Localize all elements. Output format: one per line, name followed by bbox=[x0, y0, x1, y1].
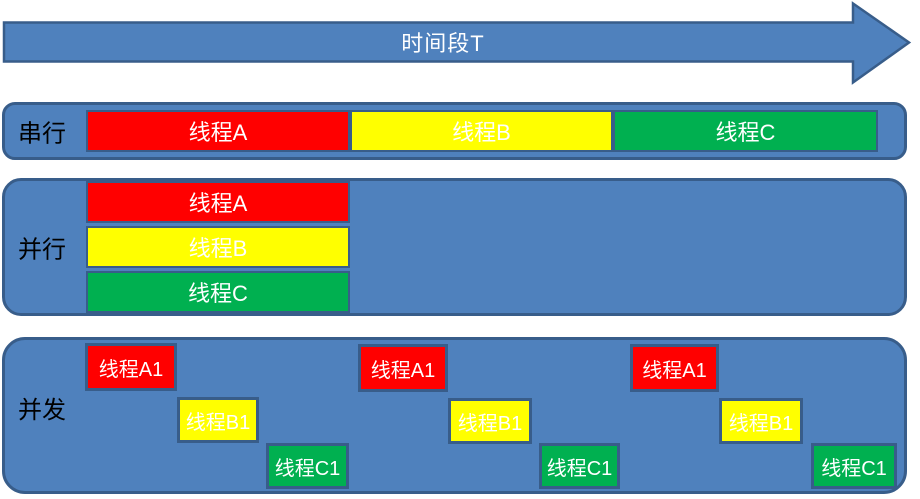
concurrent-group3-block-thread-c1: 线程C1 bbox=[811, 443, 897, 489]
time-arrow-shape bbox=[2, 1, 912, 85]
concurrent-group3-block-thread-a1: 线程A1 bbox=[630, 344, 719, 392]
concurrent-group2-block-thread-a1: 线程A1 bbox=[358, 344, 448, 392]
concurrent-group3-block-thread-b1: 线程B1 bbox=[719, 398, 803, 444]
serial-block-thread-c: 线程C bbox=[613, 110, 878, 152]
parallel-block-thread-c: 线程C bbox=[86, 271, 350, 313]
parallel-block-thread-b: 线程B bbox=[86, 226, 350, 268]
concurrent-group1-block-thread-a1: 线程A1 bbox=[85, 343, 177, 391]
serial-panel: 串行 线程A 线程B 线程C bbox=[2, 102, 907, 160]
parallel-panel: 并行 线程A 线程B 线程C bbox=[2, 178, 907, 316]
parallel-block-thread-a: 线程A bbox=[86, 181, 350, 223]
time-arrow-label: 时间段T bbox=[401, 31, 485, 56]
concurrent-row-label: 并发 bbox=[18, 397, 66, 424]
parallel-row-label: 并行 bbox=[18, 236, 66, 264]
time-arrow bbox=[2, 1, 912, 85]
concurrent-group1-block-thread-b1: 线程B1 bbox=[177, 397, 259, 443]
serial-block-thread-b: 线程B bbox=[350, 110, 613, 152]
concurrent-group1-block-thread-c1: 线程C1 bbox=[266, 443, 349, 489]
serial-row-label: 串行 bbox=[18, 120, 66, 148]
concurrent-group2-block-thread-c1: 线程C1 bbox=[539, 443, 620, 489]
serial-block-thread-a: 线程A bbox=[86, 110, 350, 152]
concurrent-panel: 并发 线程A1 线程B1 线程C1 线程A1 线程B1 线程C1 线程A1 线程… bbox=[2, 337, 907, 494]
concurrent-group2-block-thread-b1: 线程B1 bbox=[448, 398, 532, 444]
